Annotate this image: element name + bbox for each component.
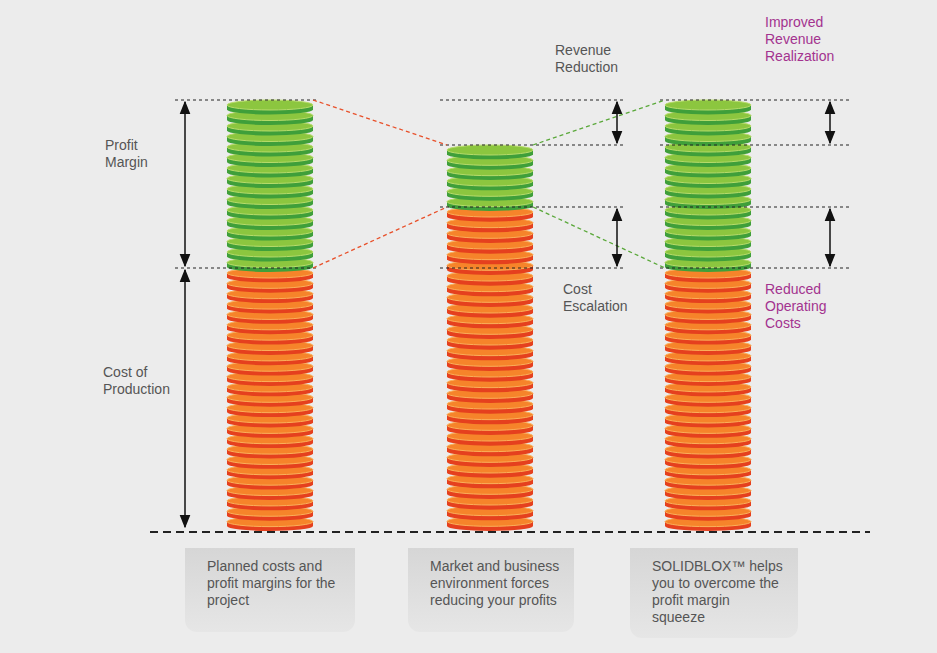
transition-lines xyxy=(313,100,665,268)
caption-panel: Market and business environment forces r… xyxy=(408,548,574,632)
annotation-label: Reduced Operating Costs xyxy=(765,281,847,332)
coin xyxy=(665,100,751,115)
dimension-arrows xyxy=(185,102,830,527)
coin xyxy=(227,100,313,115)
caption-panel: SOLIDBLOX™ helps you to overcome the pro… xyxy=(630,548,798,638)
caption-text: Market and business environment forces r… xyxy=(430,558,560,609)
annotation-label: Profit Margin xyxy=(105,137,167,171)
annotation-label: Revenue Reduction xyxy=(555,42,627,76)
caption-panel: Planned costs and profit margins for the… xyxy=(185,548,355,632)
annotation-label: Cost Escalation xyxy=(563,281,625,315)
guide-lines xyxy=(175,100,850,268)
caption-text: SOLIDBLOX™ helps you to overcome the pro… xyxy=(652,558,784,626)
caption-text: Planned costs and profit margins for the… xyxy=(207,558,341,609)
annotation-label: Improved Revenue Realization xyxy=(765,14,847,65)
coin xyxy=(447,145,533,159)
coin-stacks xyxy=(227,100,751,531)
annotation-label: Cost of Production xyxy=(103,364,177,398)
baseline xyxy=(150,531,870,533)
